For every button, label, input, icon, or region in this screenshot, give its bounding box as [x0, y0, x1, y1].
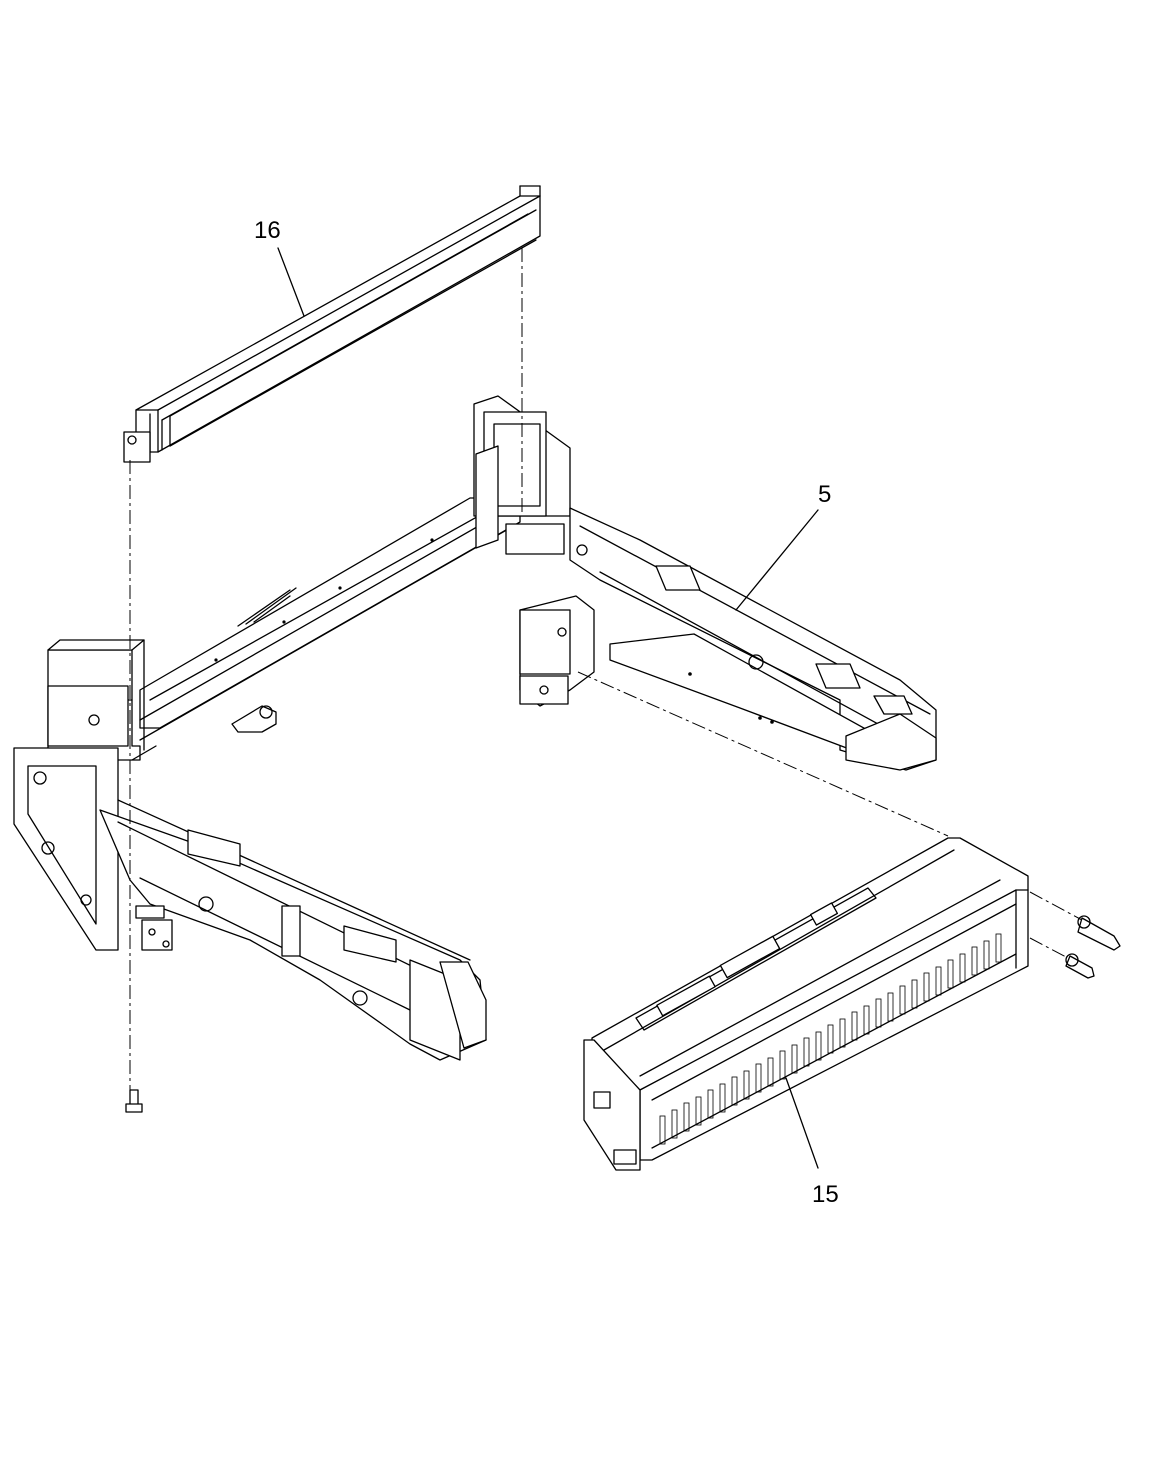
callout-label-5: 5 [818, 481, 831, 508]
part-15-backplane [583, 837, 1029, 1171]
callout-5: 5 [735, 481, 831, 611]
backplane-slots [659, 933, 1002, 1145]
part-16-rail [123, 185, 541, 463]
callout-label-15: 15 [812, 1181, 839, 1208]
assembly-lines [129, 248, 1083, 1090]
callout-16: 16 [254, 217, 305, 317]
part-5-frame [13, 395, 937, 1061]
screw-right-upper [1077, 915, 1121, 951]
callout-15: 15 [785, 1077, 839, 1208]
screw-lower-left [125, 1089, 143, 1113]
callout-label-16: 16 [254, 217, 281, 244]
screw-right-lower [1065, 953, 1095, 979]
